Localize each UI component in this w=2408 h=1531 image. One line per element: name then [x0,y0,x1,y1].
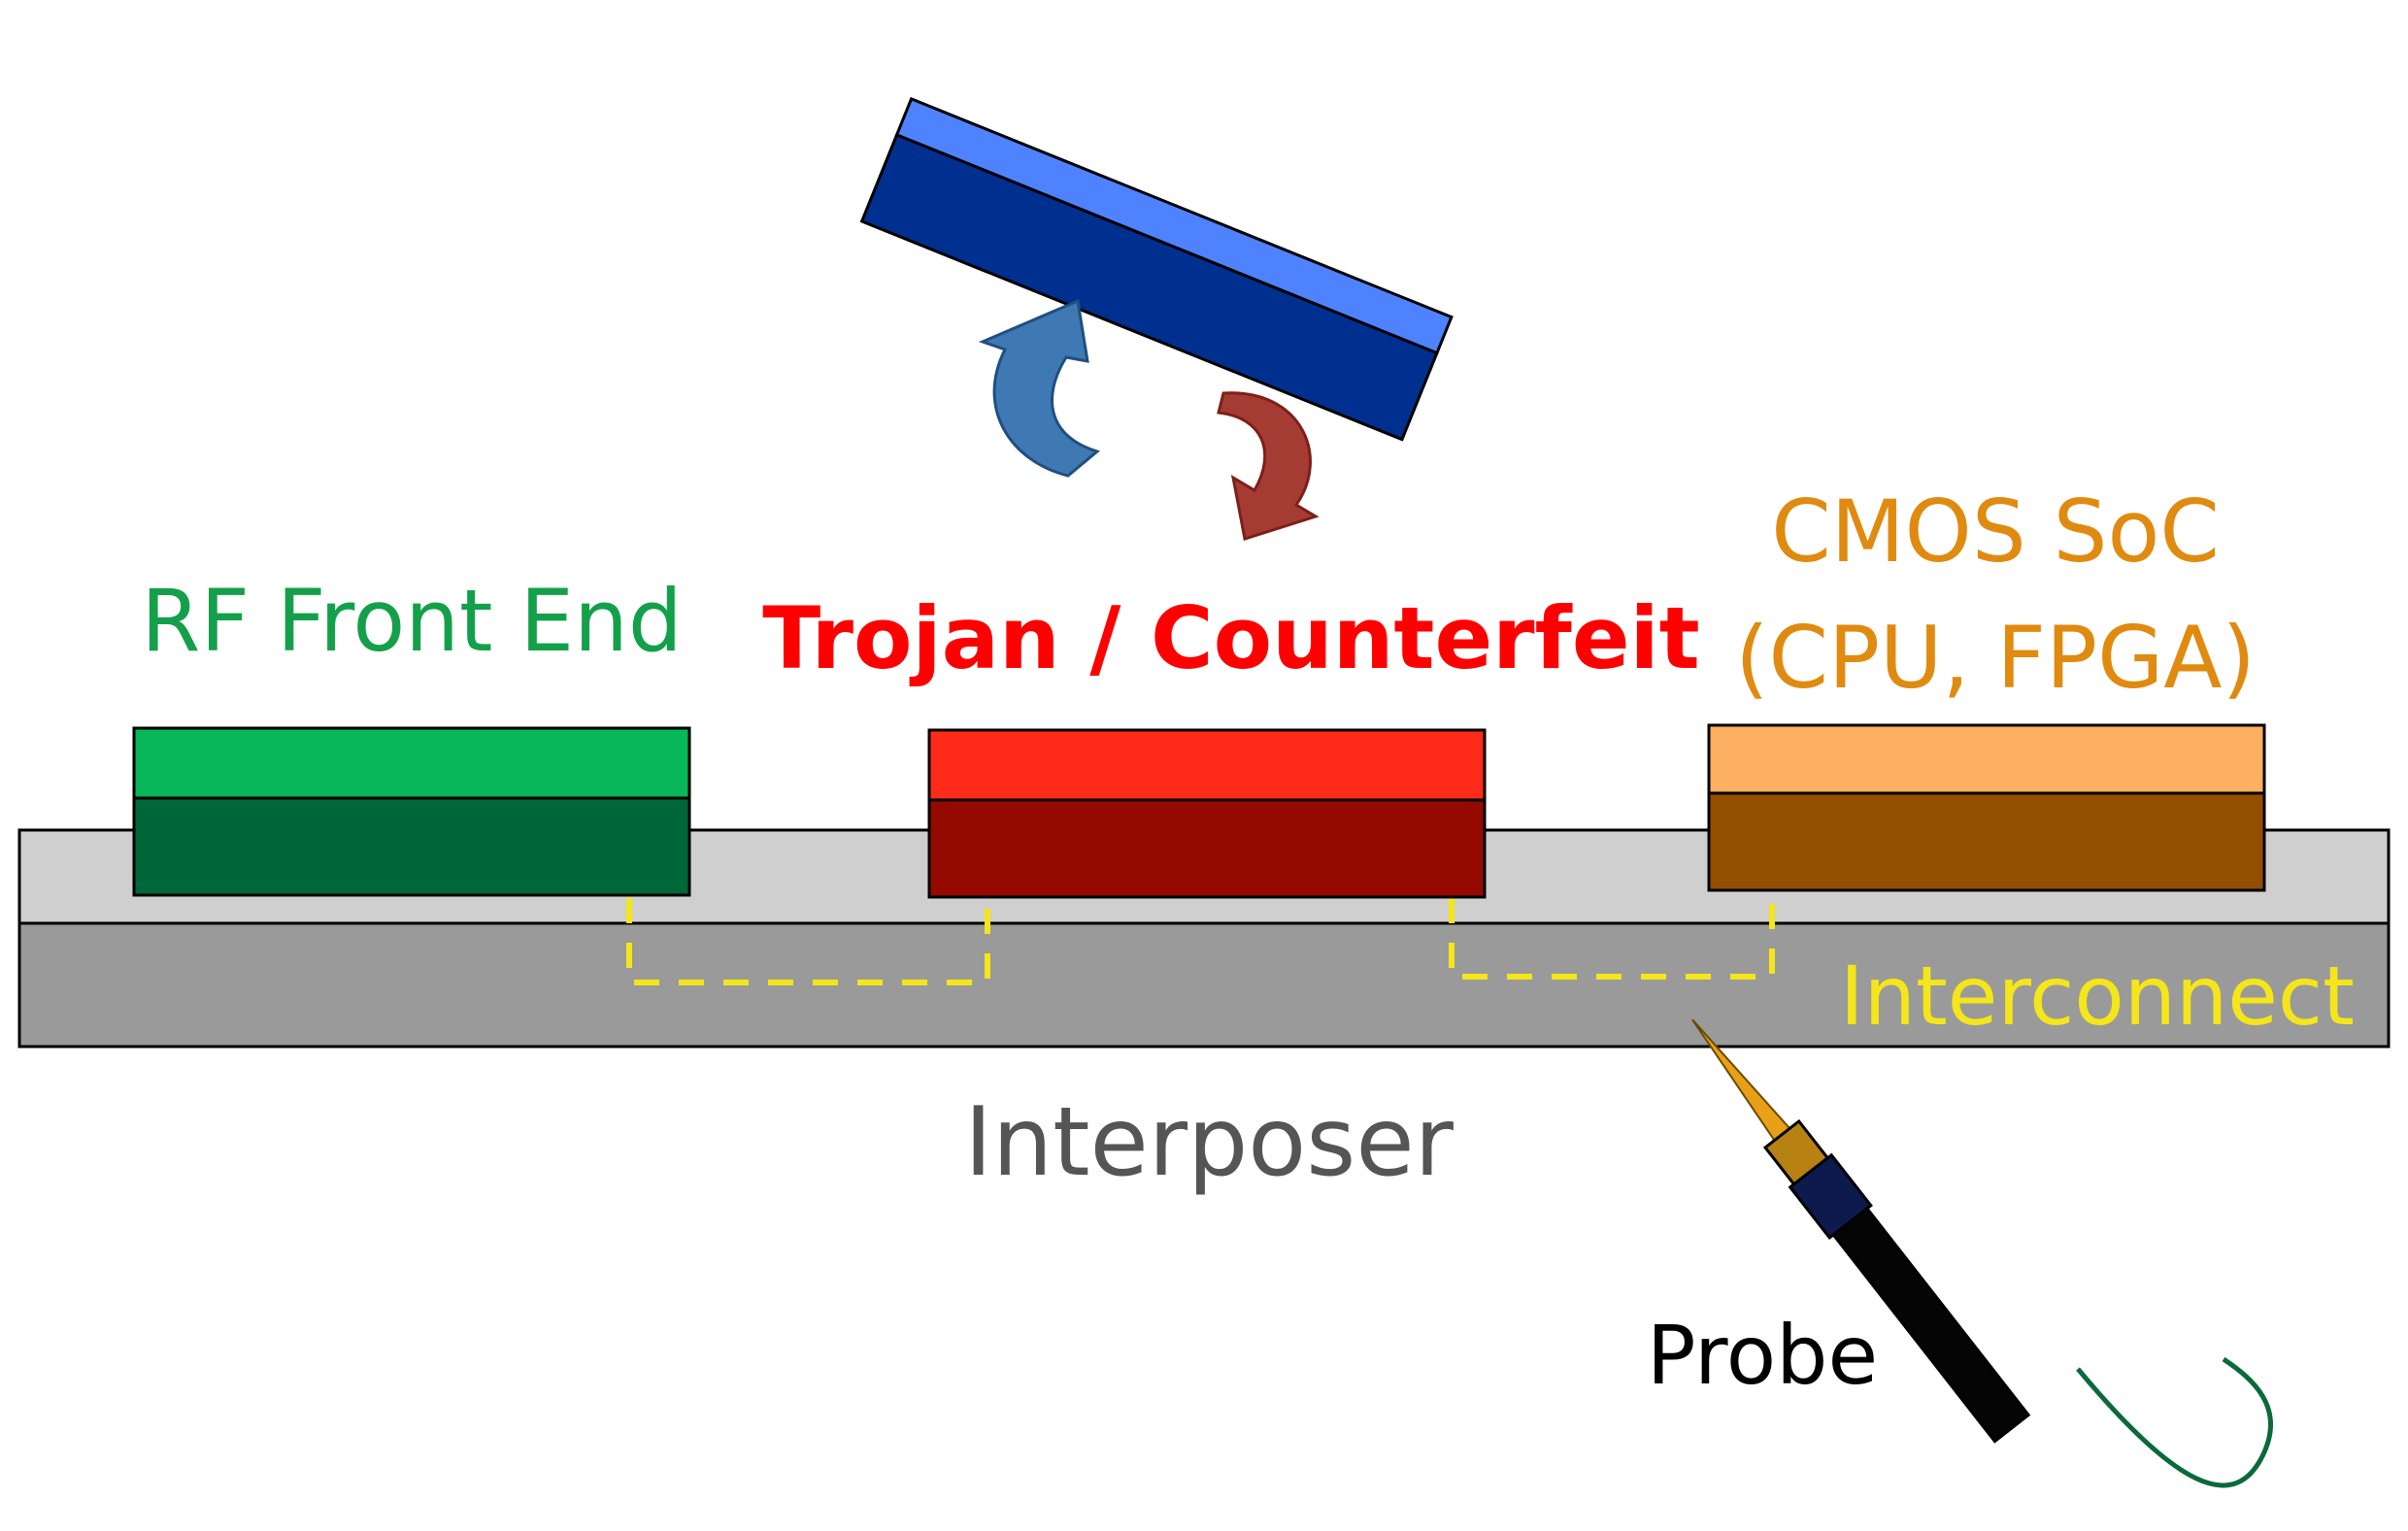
cmos-soc-sublabel: (CPU, FPGA) [1735,608,2256,708]
probe-handle [1831,1206,2031,1444]
rf-front-end-chip [132,726,691,897]
interconnect-label: Interconnect [1840,949,2355,1044]
interposer-label: Interposer [964,1087,1455,1198]
interconnect-trace-right [1449,893,1775,980]
probe-icon [1691,1018,2274,1488]
cmos-soc-label: CMOS SoC [1771,482,2220,582]
probe-wire [2076,1356,2274,1488]
trojan-chip [927,728,1487,899]
cmos-soc-chip [1707,723,2266,892]
trojan-label: Trojan / Counterfeit [762,588,1700,688]
red-curved-arrow-icon [1217,391,1320,541]
replacement-chip [859,96,1454,442]
rf-front-end-label: RF Front End [141,571,683,671]
swap-arrows [978,298,1320,541]
interconnect-traces [626,893,1775,985]
blue-curved-arrow-icon [978,298,1101,478]
probe-label: Probe [1647,1308,1878,1403]
